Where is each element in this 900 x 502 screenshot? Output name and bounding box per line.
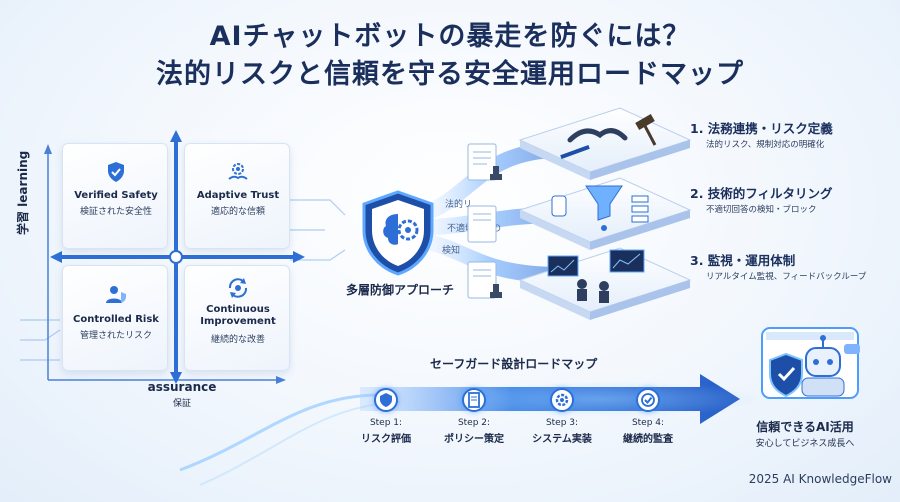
monitoring-team-icon	[547, 249, 645, 303]
handshake-gavel-icon	[560, 114, 657, 160]
step-number: Step 2:	[457, 418, 491, 428]
main-title-line1: AIチャットボットの暴走を防ぐには？	[209, 21, 691, 52]
quadrant-label-en: Adaptive Trust	[196, 190, 280, 201]
quadrant-controlled-risk: Controlled Risk 管理されたリスク	[62, 265, 168, 371]
layer-3-platform	[518, 247, 692, 320]
layer-2-title: 2. 技術的フィルタリング	[690, 186, 833, 201]
x-axis-label-ja: 保証	[172, 399, 191, 409]
quadrant-verified-safety: Verified Safety 検証された安全性	[62, 143, 168, 249]
step-label: システム実装	[532, 434, 592, 445]
brain-shield-icon	[362, 190, 434, 276]
user-shield-icon	[106, 286, 126, 303]
quadrant-continuous-improvement: Continuous Improvement 継続的な改善	[184, 265, 290, 371]
approach-label: 多層防御アプローチ	[345, 283, 454, 297]
step-label: ポリシー策定	[444, 434, 504, 445]
quadrant-label-ja: 管理されたリスク	[79, 331, 152, 341]
quadrant-label-ja: 継続的な改善	[210, 335, 265, 345]
main-title-line2: 法的リスクと信頼を守る安全運用ロードマップ	[156, 59, 744, 90]
quadrant-matrix: Verified Safety 検証された安全性 Adaptive Trust …	[62, 143, 290, 371]
layer-1-desc: 法的リスク、規制対応の明確化	[706, 140, 825, 150]
layer-2-platform	[518, 177, 692, 250]
trusted-ai-robot-icon	[761, 327, 860, 399]
layer-1-platform	[518, 107, 692, 180]
gear-icon	[550, 388, 574, 412]
document-stamp-icons	[467, 143, 502, 299]
step-number: Step 4:	[631, 418, 665, 428]
layer-1-title: 1. 法務連携・リスク定義	[690, 121, 833, 136]
gear-hand-icon	[228, 163, 248, 180]
quadrant-label-en: Verified Safety	[74, 190, 158, 201]
quadrant-label-en: Controlled Risk	[73, 314, 159, 325]
step-number: Step 1:	[369, 418, 403, 428]
quadrant-label-ja: 適応的な信頼	[210, 207, 265, 217]
risk-icon	[374, 388, 398, 412]
flow-label: 法的リ	[445, 200, 473, 210]
roadmap-title: セーフガード設計ロードマップ	[430, 357, 598, 371]
result-title: 信頼できるAI活用	[756, 420, 854, 434]
step-label: 継続的監査	[623, 434, 673, 445]
quadrant-label-en: Continuous Improvement	[200, 304, 276, 327]
step-number: Step 3:	[545, 418, 579, 428]
x-axis-label-en: assurance	[147, 380, 217, 394]
flow-label: 検知	[442, 246, 461, 256]
quadrant-label-ja: 検証された安全性	[79, 207, 152, 217]
step-label: リスク評価	[361, 434, 411, 445]
policy-icon	[462, 388, 486, 412]
quadrant-adaptive-trust: Adaptive Trust 適応的な信頼	[184, 143, 290, 249]
layer-3-title: 3. 監視・運用体制	[690, 253, 796, 268]
layer-3-desc: リアルタイム監視、フィードバックループ	[706, 272, 867, 282]
cycle-gear-icon	[228, 278, 248, 298]
shield-check-icon	[108, 162, 124, 182]
filter-funnel-icon	[551, 185, 649, 231]
layer-2-desc: 不適切回答の検知・ブロック	[706, 205, 817, 215]
result-subtitle: 安心してビジネス成長へ	[755, 439, 855, 449]
check-icon	[636, 388, 660, 412]
footer-credit: 2025 AI KnowledgeFlow	[748, 472, 892, 486]
